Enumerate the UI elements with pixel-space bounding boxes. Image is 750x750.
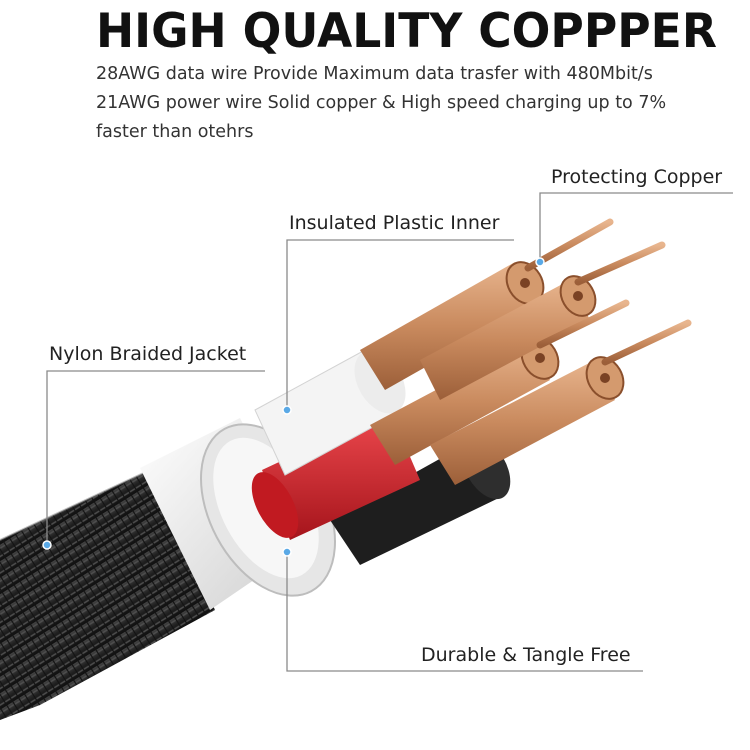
dot-durable: [282, 547, 292, 557]
description-line-3: faster than otehrs: [96, 122, 254, 142]
copper-strands: [360, 218, 692, 485]
label-protecting-copper: Protecting Copper: [551, 166, 723, 188]
description-line-2: 21AWG power wire Solid copper & High spe…: [96, 93, 667, 113]
label-insulated-inner: Insulated Plastic Inner: [289, 212, 500, 234]
copper-bundle-white: [360, 261, 545, 390]
dot-insulated-inner: [282, 405, 292, 415]
label-nylon-jacket: Nylon Braided Jacket: [49, 343, 247, 365]
description-line-1: 28AWG data wire Provide Maximum data tra…: [96, 64, 653, 84]
callout-leader-lines: [46, 192, 733, 672]
label-durable: Durable & Tangle Free: [421, 644, 631, 666]
copper-bundle-top: [420, 275, 597, 400]
page-title: HIGH QUALITY COPPPER: [96, 4, 717, 59]
copper-bundle-black: [430, 356, 625, 485]
dot-protecting-copper: [535, 257, 545, 267]
dot-nylon-jacket: [42, 540, 52, 550]
red-wire: [251, 410, 420, 540]
nylon-jacket: [0, 469, 215, 720]
